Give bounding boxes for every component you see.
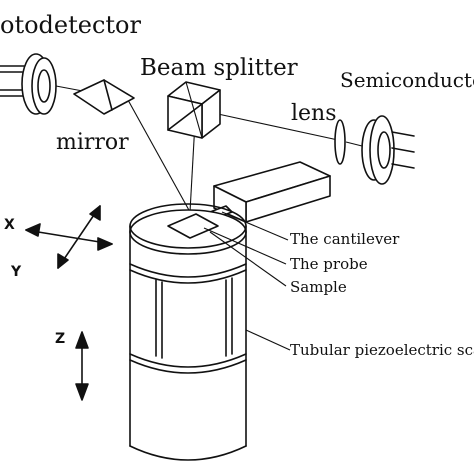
semiconductor-laser	[361, 115, 415, 185]
label-lens: lens	[291, 101, 337, 126]
label-cantilever: The cantilever	[290, 230, 400, 248]
leader-lines	[203, 211, 291, 351]
label-sample: Sample	[290, 278, 347, 296]
beam-splitter-cube	[167, 81, 221, 139]
photodetector	[0, 53, 57, 115]
mirror	[73, 79, 135, 115]
label-photodetector: otodetector	[0, 11, 141, 39]
lens	[334, 119, 346, 165]
label-probe: The probe	[290, 255, 368, 273]
piezo-scanner-tube	[129, 203, 247, 461]
axis-label-x: X	[4, 217, 15, 233]
label-beam-splitter: Beam splitter	[140, 55, 298, 81]
axis-label-z: Z	[55, 331, 65, 347]
label-scanner: Tubular piezoelectric scar	[290, 341, 474, 359]
axis-label-y: Y	[10, 264, 22, 280]
xy-axes	[25, 205, 113, 269]
cantilever-holder	[213, 161, 331, 223]
z-axis	[75, 331, 89, 401]
label-mirror: mirror	[56, 130, 129, 155]
label-semiconductor: Semiconductor	[340, 68, 474, 92]
